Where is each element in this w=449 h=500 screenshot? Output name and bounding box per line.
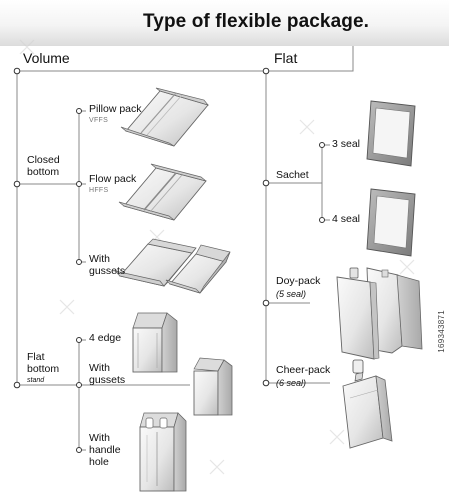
doy-pack-icon <box>336 267 423 360</box>
closed-bottom-label: Closed bottom <box>27 154 60 179</box>
page-title: Type of flexible package. <box>143 11 370 32</box>
cheer-pack-label: Cheer-pack <box>276 364 331 376</box>
gusset-stand-pouch-icon <box>193 357 233 416</box>
flat-bottom-line2: bottom <box>27 362 60 375</box>
four-edge-label: 4 edge <box>89 332 122 344</box>
three-seal-sachet-icon <box>366 100 416 167</box>
flat-bottom-label: Flat bottom <box>27 351 60 376</box>
gusset-pack-icon <box>113 238 231 294</box>
flat-gussets-line1: With <box>89 362 110 374</box>
title-bar: Type of flexible package. <box>0 0 449 46</box>
closed-gussets-label: With gussets <box>89 253 126 278</box>
doy-pack-note: (5 seal) <box>276 289 307 299</box>
doy-pack-label: Doy-pack <box>276 275 321 287</box>
flat-gussets-label: With gussets <box>89 362 126 387</box>
volume-label: Volume <box>23 50 70 66</box>
handle-hole-line2: handle <box>89 443 121 456</box>
cheer-pack-icon <box>342 359 393 449</box>
flow-pack-icon <box>118 163 207 221</box>
four-seal-sachet-icon <box>366 188 416 257</box>
cheer-pack-note: (6 seal) <box>276 378 307 388</box>
handle-hole-pouch-icon <box>139 412 187 492</box>
closed-gussets-line2: gussets <box>89 264 126 277</box>
pillow-pack-code: VFFS <box>89 117 109 124</box>
closed-bottom-line2: bottom <box>27 165 60 178</box>
junction-dots <box>13 67 325 453</box>
stock-id: 169343871 <box>437 310 446 353</box>
pillow-pack-label: Pillow pack <box>89 103 142 115</box>
connector-lines <box>16 46 354 451</box>
closed-gussets-line1: With <box>89 253 110 265</box>
pillow-pack-icon <box>120 87 209 147</box>
handle-hole-line1: With <box>89 432 110 444</box>
handle-hole-line3: hole <box>89 455 109 468</box>
closed-bottom-line1: Closed <box>27 154 60 166</box>
four-edge-pouch-icon <box>132 312 178 373</box>
flow-pack-label: Flow pack <box>89 173 137 185</box>
sachet-label: Sachet <box>276 169 309 181</box>
flat-bottom-note: stand <box>27 377 45 384</box>
three-seal-label: 3 seal <box>332 138 361 150</box>
flat-bottom-line1: Flat <box>27 351 45 363</box>
flat-label: Flat <box>274 50 298 66</box>
handle-hole-label: With handle hole <box>89 432 121 468</box>
flow-pack-code: HFFS <box>89 187 109 194</box>
four-seal-label: 4 seal <box>332 213 361 225</box>
flat-gussets-line2: gussets <box>89 373 126 386</box>
watermark-pattern-icon <box>19 39 415 475</box>
